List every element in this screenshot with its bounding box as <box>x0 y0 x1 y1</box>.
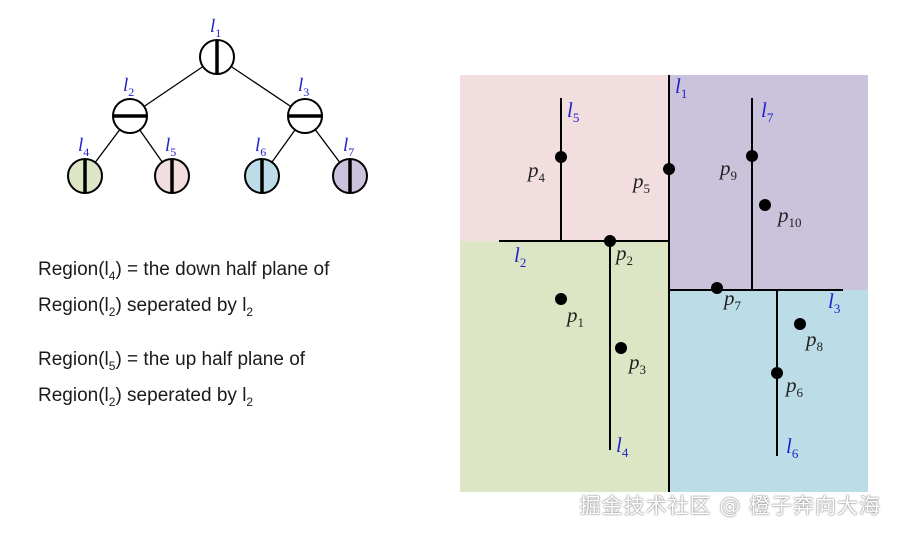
text: Region(l <box>38 259 109 280</box>
split-line-label-l5-subscript: 5 <box>573 110 580 125</box>
description-line: Region(l4) = the down half plane of <box>38 255 329 291</box>
tree-node-l3: l3 <box>287 75 323 134</box>
split-line-label-l6-subscript: 6 <box>792 446 799 461</box>
point-label-p8-subscript: 8 <box>817 339 824 354</box>
subscript: 5 <box>108 358 116 373</box>
point-label-p2-subscript: 2 <box>627 253 634 268</box>
region-l6 <box>669 290 868 492</box>
region-l4 <box>460 241 669 492</box>
description-region-l4: Region(l4) = the down half plane of Regi… <box>38 255 329 327</box>
tree-nodes: l1 l2 l3 l4 l5 l6 l7 <box>67 16 368 194</box>
text: Region(l <box>38 349 109 370</box>
text: ) seperated by l <box>115 384 247 406</box>
watermark: 掘金技术社区 @ 橙子奔向大海 <box>579 494 881 518</box>
point-p5 <box>663 163 675 175</box>
point-label-p9-subscript: 9 <box>731 168 738 183</box>
split-line-label-l3-subscript: 3 <box>834 301 841 316</box>
point-label-p6-subscript: 6 <box>797 385 804 400</box>
tree-node-l5: l5 <box>154 135 190 194</box>
text: Region(l <box>38 384 109 406</box>
point-label-p1-subscript: 1 <box>578 315 585 330</box>
tree-node-l7: l7 <box>332 135 368 194</box>
point-label-p3-subscript: 3 <box>640 362 647 377</box>
point-p8 <box>794 318 806 330</box>
text: ) = the down half plane of <box>115 259 330 280</box>
tree-node-label-subscript: 5 <box>170 145 176 159</box>
split-line-label-l2-subscript: 2 <box>520 255 527 270</box>
tree-node-label-subscript: 3 <box>303 85 309 99</box>
split-line-label-l7-subscript: 7 <box>767 110 774 125</box>
subscript: 2 <box>246 304 254 319</box>
point-p2 <box>604 235 616 247</box>
tree-node-label: l1 <box>210 16 221 40</box>
tree-node-l1: l1 <box>199 16 235 75</box>
tree-node-label-subscript: 2 <box>128 85 134 99</box>
description-line: Region(l2) seperated by l2 <box>38 381 305 417</box>
description-region-l5: Region(l5) = the up half plane of Region… <box>38 345 305 417</box>
tree-node-label: l4 <box>78 135 89 159</box>
point-p6 <box>771 367 783 379</box>
point-p9 <box>746 150 758 162</box>
tree-node-l2: l2 <box>112 75 148 134</box>
point-label-p4-subscript: 4 <box>539 170 546 185</box>
tree-node-label: l3 <box>298 75 309 99</box>
tree-node-l4: l4 <box>67 135 103 194</box>
point-label-p7-subscript: 7 <box>735 298 742 313</box>
tree-node-label-subscript: 6 <box>260 145 266 159</box>
tree-node-label-subscript: 1 <box>215 26 221 40</box>
point-p4 <box>555 151 567 163</box>
point-p7 <box>711 282 723 294</box>
split-line-label-l4-subscript: 4 <box>622 445 629 460</box>
point-p1 <box>555 293 567 305</box>
description-line: Region(l5) = the up half plane of <box>38 345 305 381</box>
subscript: 4 <box>108 268 116 283</box>
subscript: 2 <box>246 394 254 409</box>
text: ) seperated by l <box>115 294 247 316</box>
description-line: Region(l2) seperated by l2 <box>38 291 329 327</box>
subscript: 2 <box>108 304 116 319</box>
point-label-p10-subscript: 10 <box>789 215 802 230</box>
tree-node-label-subscript: 4 <box>83 145 89 159</box>
split-line-label-l1-subscript: 1 <box>681 86 688 101</box>
tree-node-label: l2 <box>123 75 134 99</box>
region-l7 <box>669 75 868 290</box>
tree-node-label: l7 <box>343 135 354 159</box>
tree-node-l6: l6 <box>244 135 280 194</box>
text: ) = the up half plane of <box>115 349 306 370</box>
point-p10 <box>759 199 771 211</box>
tree-node-label: l5 <box>165 135 176 159</box>
point-p3 <box>615 342 627 354</box>
subscript: 2 <box>108 394 116 409</box>
tree-node-label-subscript: 7 <box>348 145 354 159</box>
tree-node-label: l6 <box>255 135 266 159</box>
text: Region(l <box>38 294 109 316</box>
point-label-p5-subscript: 5 <box>644 181 651 196</box>
